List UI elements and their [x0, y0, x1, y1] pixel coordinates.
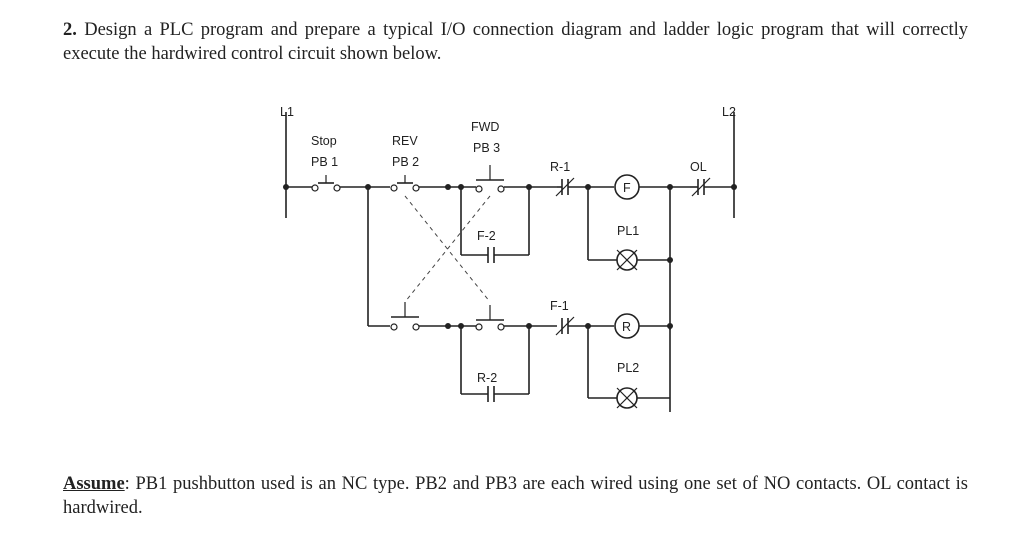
question-text: 2. Design a PLC program and prepare a ty… [63, 18, 968, 66]
rail-l1-label: L1 [280, 105, 294, 119]
question-number: 2. [63, 20, 77, 40]
pb3-label: PB 3 [473, 141, 500, 155]
stop-pushbutton-pb1 [311, 175, 341, 192]
coil-r-label: R [622, 320, 631, 334]
pb1-label: PB 1 [311, 155, 338, 169]
fwd-pushbutton-pb3-nc [475, 305, 505, 331]
pl2-branch [587, 326, 671, 412]
rev-label: REV [392, 134, 418, 148]
question-body: Design a PLC program and prepare a typic… [63, 20, 968, 64]
pl2-label: PL2 [617, 361, 639, 375]
mechanical-linkage [404, 195, 491, 303]
pb2-label: PB 2 [392, 155, 419, 169]
f2-label: F-2 [477, 229, 496, 243]
rev-pushbutton-pb2-no [390, 302, 420, 331]
assume-keyword: Assume [63, 474, 125, 494]
fwd-pushbutton-pb3 [475, 165, 505, 193]
rail-l2-label: L2 [722, 105, 736, 119]
stop-label: Stop [311, 134, 337, 148]
rung-1: Stop PB 1 REV PB 2 FWD PB 3 [283, 120, 737, 200]
pl1-label: PL1 [617, 224, 639, 238]
r1-label: R-1 [550, 160, 570, 174]
f1-label: F-1 [550, 299, 569, 313]
fwd-label: FWD [471, 120, 499, 134]
ol-nc-contact [690, 177, 734, 197]
rev-pushbutton-pb2-nc [390, 175, 420, 192]
r2-branch [460, 326, 530, 402]
rung-2: F-1 R [367, 187, 673, 339]
assumption-text: Assume: PB1 pushbutton used is an NC typ… [63, 472, 968, 520]
f2-branch [460, 187, 530, 263]
coil-f-label: F [623, 181, 631, 195]
r2-label: R-2 [477, 371, 497, 385]
ol-label: OL [690, 160, 707, 174]
assume-body: : PB1 pushbutton used is an NC type. PB2… [63, 474, 968, 518]
pl1-branch [587, 187, 673, 330]
